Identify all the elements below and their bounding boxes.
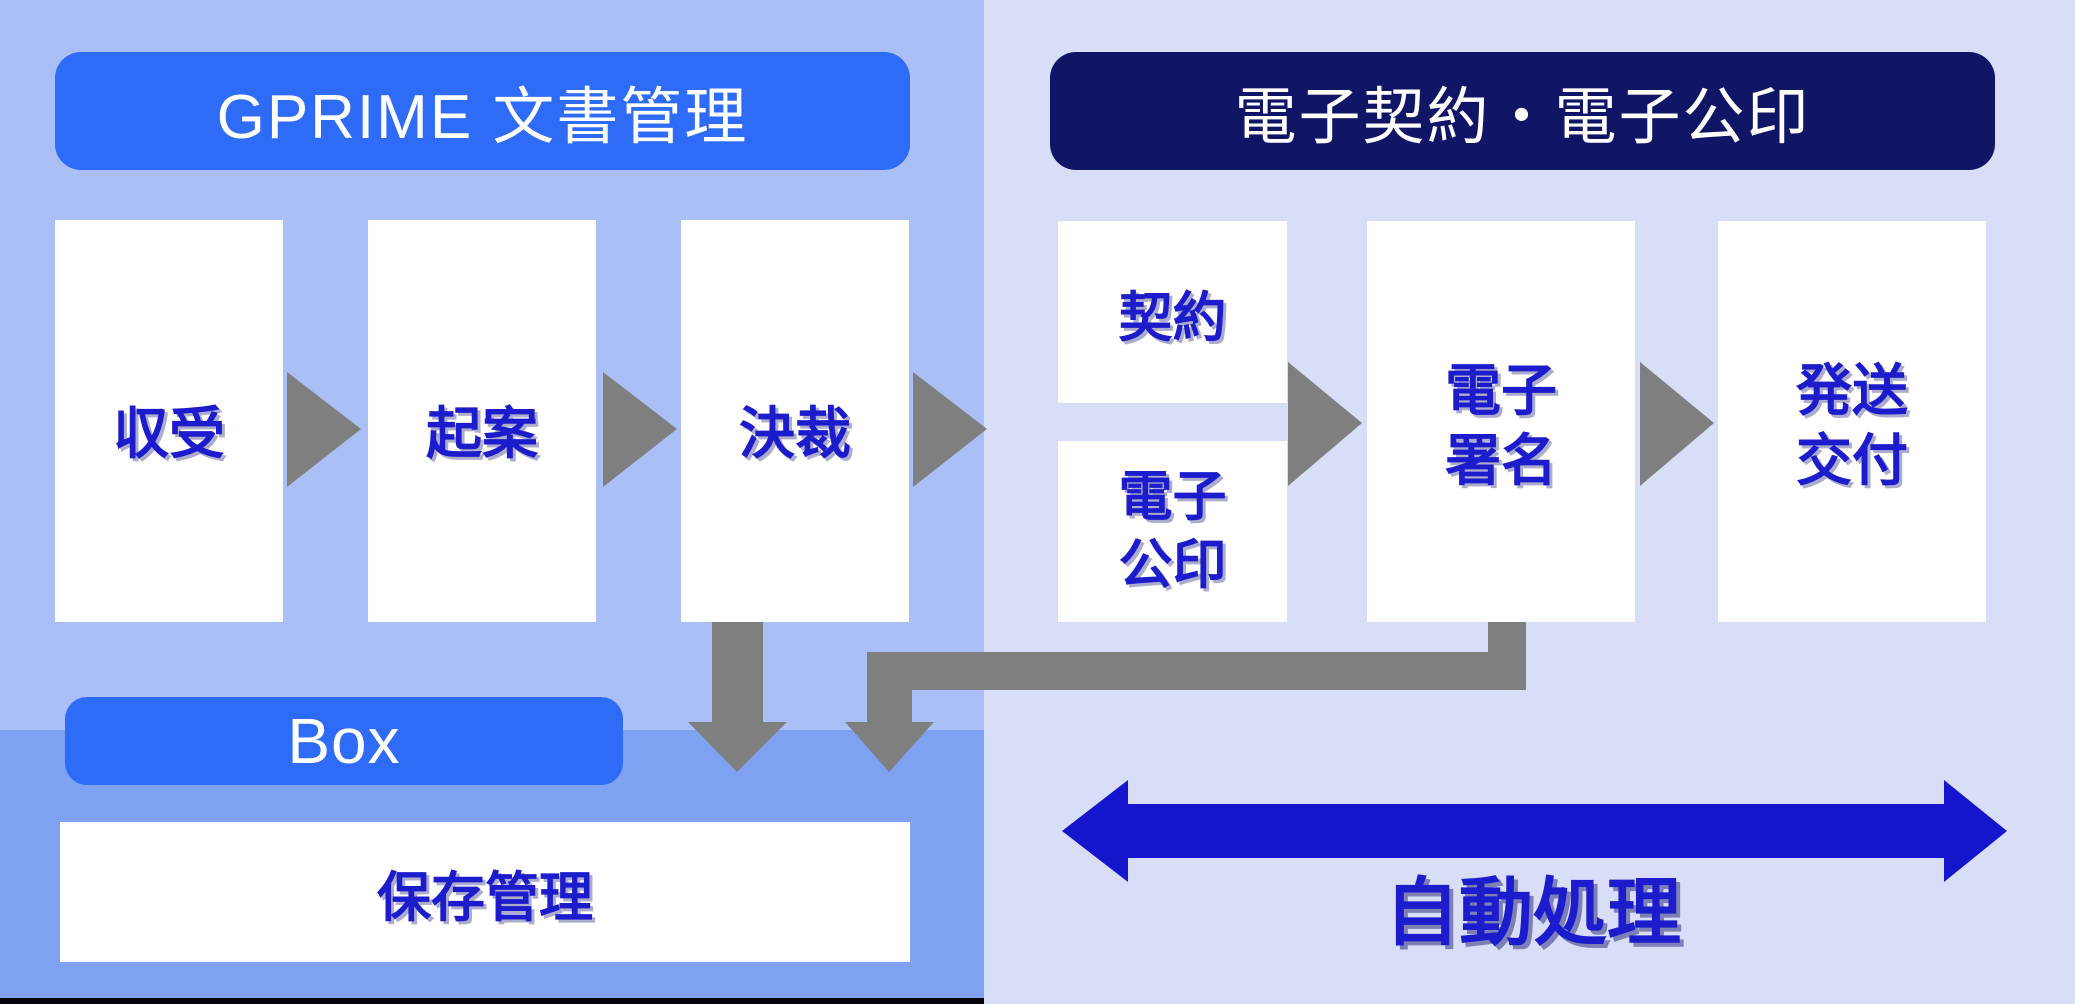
esign-box: 電子 署名 — [1367, 221, 1635, 622]
gprime-header: GPRIME 文書管理 — [55, 52, 910, 170]
flow-arrow-icon — [287, 372, 361, 487]
econtract-header: 電子契約・電子公印 — [1050, 52, 1995, 170]
box-platform-label: Box — [65, 697, 623, 785]
step-label: 決裁 — [739, 401, 851, 465]
storage-label: 保存管理 — [377, 867, 593, 928]
step-label: 起案 — [426, 401, 538, 465]
eseal-label: 電子 公印 — [1118, 467, 1227, 595]
contract-label: 契約 — [1118, 287, 1227, 348]
elbow-arrow-icon — [845, 620, 1526, 772]
esign-label: 電子 署名 — [1445, 358, 1557, 492]
down-arrow-icon — [688, 622, 787, 772]
flow-arrow-icon — [1288, 362, 1362, 486]
flow-arrow-icon — [913, 372, 987, 487]
flow-arrow-icon — [1640, 362, 1714, 486]
dispatch-box: 発送 交付 — [1718, 221, 1986, 622]
double-headed-arrow-icon — [1062, 780, 2007, 882]
step-box-receive: 収受 — [55, 220, 283, 622]
gprime-header-label: GPRIME 文書管理 — [216, 83, 749, 152]
econtract-header-label: 電子契約・電子公印 — [1234, 83, 1811, 152]
flow-arrow-icon — [603, 372, 677, 487]
dispatch-label: 発送 交付 — [1796, 358, 1908, 492]
box-platform-text: Box — [287, 705, 401, 777]
step-box-draft: 起案 — [368, 220, 596, 622]
auto-process-label: 自動処理 — [1385, 871, 1681, 954]
bottom-strip — [0, 998, 984, 1004]
contract-box: 契約 — [1058, 221, 1287, 403]
storage-box: 保存管理 — [60, 822, 910, 962]
step-label: 収受 — [113, 401, 225, 465]
step-box-approval: 決裁 — [681, 220, 909, 622]
eseal-box: 電子 公印 — [1058, 441, 1287, 622]
